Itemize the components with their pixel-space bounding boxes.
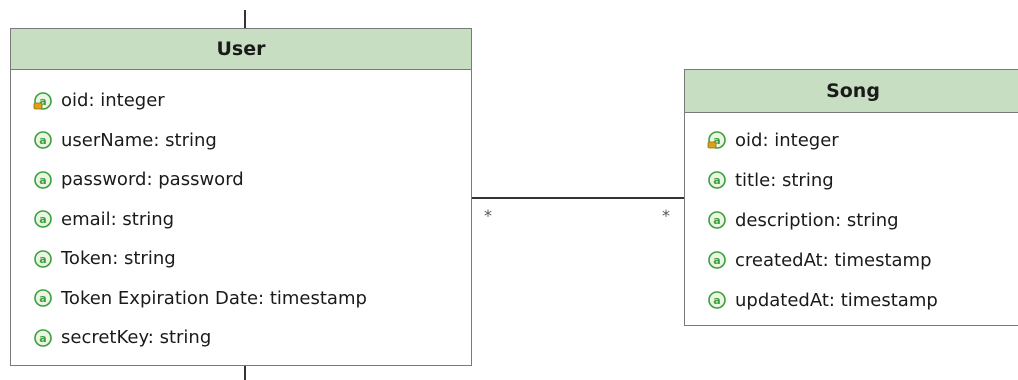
svg-text:a: a xyxy=(39,332,46,345)
attribute-icon: a xyxy=(34,328,52,347)
attribute-row[interactable]: a password: password xyxy=(11,160,471,200)
user-entity[interactable]: User a oid: integer a userName: string a pass… xyxy=(10,28,472,366)
key-attribute-icon: a xyxy=(33,91,52,110)
attribute-row[interactable]: a updatedAt: timestamp xyxy=(685,280,1018,320)
svg-text:a: a xyxy=(39,292,46,305)
association-line[interactable] xyxy=(472,197,685,199)
attribute-icon: a xyxy=(708,211,726,229)
attribute-icon: a xyxy=(34,170,52,189)
svg-text:a: a xyxy=(39,213,46,226)
svg-text:a: a xyxy=(39,174,46,187)
song-entity-title: Song xyxy=(826,80,880,102)
connector-stub-bottom xyxy=(244,365,246,380)
attribute-row[interactable]: a Token Expiration Date: timestamp xyxy=(11,279,471,319)
user-entity-header: User xyxy=(11,29,471,70)
svg-text:a: a xyxy=(39,253,46,266)
attribute-icon: a xyxy=(34,249,52,268)
attribute-row[interactable]: a email: string xyxy=(11,200,471,240)
attribute-label: Token: string xyxy=(61,248,176,270)
attribute-label: secretKey: string xyxy=(61,327,212,349)
attribute-icon: a xyxy=(708,251,726,269)
attribute-row[interactable]: a createdAt: timestamp xyxy=(685,240,1018,280)
attribute-label: createdAt: timestamp xyxy=(735,249,932,271)
svg-text:a: a xyxy=(713,134,720,147)
song-multiplicity-label: * xyxy=(662,206,670,225)
svg-text:a: a xyxy=(39,95,46,108)
key-attribute-icon: a xyxy=(707,131,726,149)
attribute-row[interactable]: a description: string xyxy=(685,200,1018,240)
song-entity[interactable]: Song a oid: integer a title: string a descrip… xyxy=(684,69,1018,326)
attribute-label: description: string xyxy=(735,209,899,231)
attribute-label: oid: integer xyxy=(735,129,839,151)
svg-text:a: a xyxy=(713,294,720,307)
attribute-row[interactable]: a secretKey: string xyxy=(11,318,471,358)
attribute-label: email: string xyxy=(61,208,175,230)
user-entity-title: User xyxy=(216,38,266,60)
connector-stub-top xyxy=(244,10,246,28)
song-entity-header: Song xyxy=(685,70,1018,113)
attribute-row[interactable]: a title: string xyxy=(685,160,1018,200)
svg-text:a: a xyxy=(713,174,720,187)
attribute-row[interactable]: a oid: integer xyxy=(11,81,471,121)
attribute-icon: a xyxy=(34,210,52,229)
attribute-row[interactable]: a userName: string xyxy=(11,121,471,161)
attribute-icon: a xyxy=(708,291,726,309)
attribute-row[interactable]: a oid: integer xyxy=(685,120,1018,160)
attribute-label: password: password xyxy=(61,169,244,191)
svg-text:a: a xyxy=(39,134,46,147)
attribute-label: updatedAt: timestamp xyxy=(735,289,938,311)
user-multiplicity-label: * xyxy=(484,206,492,225)
attribute-icon: a xyxy=(34,131,52,150)
svg-text:a: a xyxy=(713,254,720,267)
svg-text:a: a xyxy=(713,214,720,227)
attribute-icon: a xyxy=(34,289,52,308)
attribute-row[interactable]: a Token: string xyxy=(11,239,471,279)
attribute-label: userName: string xyxy=(61,129,217,151)
attribute-icon: a xyxy=(708,171,726,189)
attribute-label: oid: integer xyxy=(61,90,165,112)
attribute-label: title: string xyxy=(735,169,834,191)
attribute-label: Token Expiration Date: timestamp xyxy=(61,287,367,309)
